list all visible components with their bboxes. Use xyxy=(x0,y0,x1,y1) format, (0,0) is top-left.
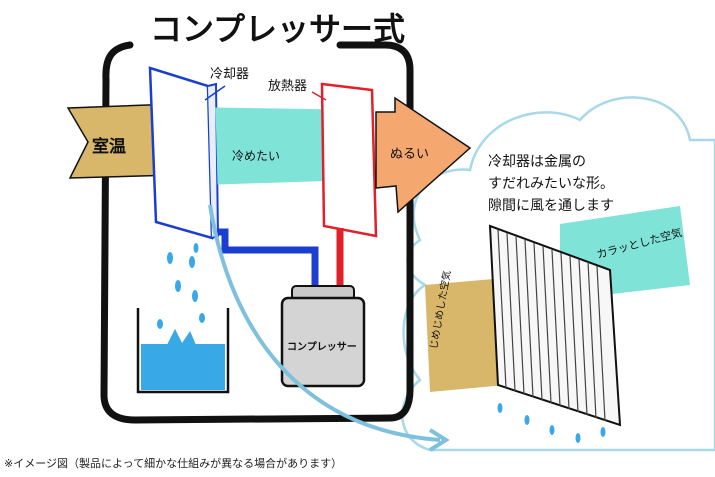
diagram-title: コンプレッサー式 xyxy=(150,10,405,48)
radiator-label: 放熱器 xyxy=(268,79,307,94)
falling-drops xyxy=(157,243,205,329)
lukewarm-label: ぬるい xyxy=(390,147,429,162)
compressor-body xyxy=(280,296,366,388)
filter-fins xyxy=(497,229,606,422)
water-tank xyxy=(136,308,230,394)
unit-outline xyxy=(100,41,414,424)
cold-air-label: 冷めたい xyxy=(232,149,280,163)
note-line-3: 隙間に風を通します xyxy=(488,198,614,214)
tank-water xyxy=(141,344,225,390)
radiator-pointer xyxy=(311,91,327,101)
room-temp-label: 室温 xyxy=(92,136,126,157)
radiator-plate xyxy=(320,82,378,238)
humid-air-arrow xyxy=(425,278,505,392)
lukewarm-arrow xyxy=(375,96,472,214)
cooler-plate xyxy=(148,66,214,240)
filter-drops xyxy=(497,403,606,443)
image-caption: ※イメージ図（製品によって細かな仕組みが異なる場合があります） xyxy=(4,457,343,470)
cooler-label: 冷却器 xyxy=(210,67,249,82)
cooler-pointer xyxy=(204,85,226,101)
note-line-1: 冷却器は金属の xyxy=(488,154,586,170)
flow-arrow xyxy=(208,204,441,442)
flow-arrow-head xyxy=(428,428,450,452)
note-line-2: すだれみたいな形。 xyxy=(488,176,614,192)
cold-pipe xyxy=(218,228,319,292)
tank-splash xyxy=(167,328,196,345)
compressor-label: コンプレッサー xyxy=(287,340,357,353)
